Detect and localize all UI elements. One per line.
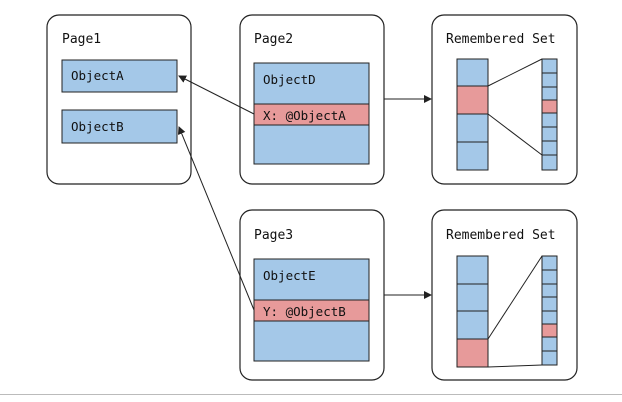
card-bottom-8	[541, 350, 558, 366]
card-bottom-5	[541, 310, 558, 325]
card-bottom-1	[541, 255, 558, 271]
page1-panel: Page1 ObjectA ObjectB	[46, 14, 192, 185]
card-top-2	[541, 72, 558, 88]
card-table-top	[541, 58, 558, 171]
remembered-set-bottom-title: Remembered Set	[446, 228, 556, 243]
object-d-label: ObjectD	[263, 72, 316, 87]
card-top-7	[541, 140, 558, 156]
object-a-label: ObjectA	[71, 68, 124, 83]
object-b-label: ObjectB	[71, 119, 124, 134]
page2-title: Page2	[254, 32, 293, 47]
reference-y-field	[253, 299, 370, 322]
arrow-x-to-object-a	[178, 75, 255, 115]
card-top-4	[541, 99, 558, 114]
card-bottom-2	[541, 269, 558, 285]
remembered-set-bottom-panel: Remembered Set	[431, 209, 578, 381]
card-bottom-4	[541, 296, 558, 312]
card-top-1	[541, 58, 558, 74]
card-top-3	[541, 86, 558, 101]
reference-y-label: Y: @ObjectB	[263, 304, 346, 319]
remembered-set-top-title: Remembered Set	[446, 32, 556, 47]
remembered-set-top-panel: Remembered Set	[431, 14, 578, 185]
remembered-set-top-cell-3	[456, 113, 489, 143]
card-bottom-3	[541, 283, 558, 298]
remembered-set-bottom-cell-4	[456, 338, 489, 368]
card-bottom-7	[541, 336, 558, 352]
card-top-6	[541, 126, 558, 142]
object-b-box	[61, 109, 178, 144]
expansion-line-top-upper	[487, 58, 543, 87]
object-e-label: ObjectE	[263, 268, 316, 283]
remembered-set-bottom-cell-3	[456, 310, 489, 340]
expansion-line-bottom-lower	[487, 364, 543, 368]
remembered-set-bottom-cell-1	[456, 255, 489, 285]
page3-panel: Page3 ObjectE Y: @ObjectB	[239, 209, 385, 381]
expansion-line-bottom-upper	[487, 255, 543, 340]
remembered-set-bottom-cell-2	[456, 283, 489, 312]
arrow-y-to-object-b	[177, 126, 255, 311]
page2-panel: Page2 ObjectD X: @ObjectA	[239, 14, 385, 185]
bottom-divider	[0, 394, 622, 395]
card-bottom-6	[541, 323, 558, 338]
card-table-bottom	[541, 255, 558, 366]
page3-title: Page3	[254, 228, 293, 243]
card-top-5	[541, 112, 558, 128]
remembered-set-top-cell-4	[456, 141, 489, 171]
remembered-set-top-cell-2	[456, 85, 489, 115]
expansion-line-top-lower	[487, 113, 543, 156]
remembered-set-top-cell-1	[456, 58, 489, 87]
object-a-box	[61, 59, 178, 93]
card-top-8	[541, 154, 558, 171]
page1-title: Page1	[62, 32, 101, 47]
reference-x-label: X: @ObjectA	[263, 108, 346, 123]
reference-x-field	[253, 103, 370, 126]
